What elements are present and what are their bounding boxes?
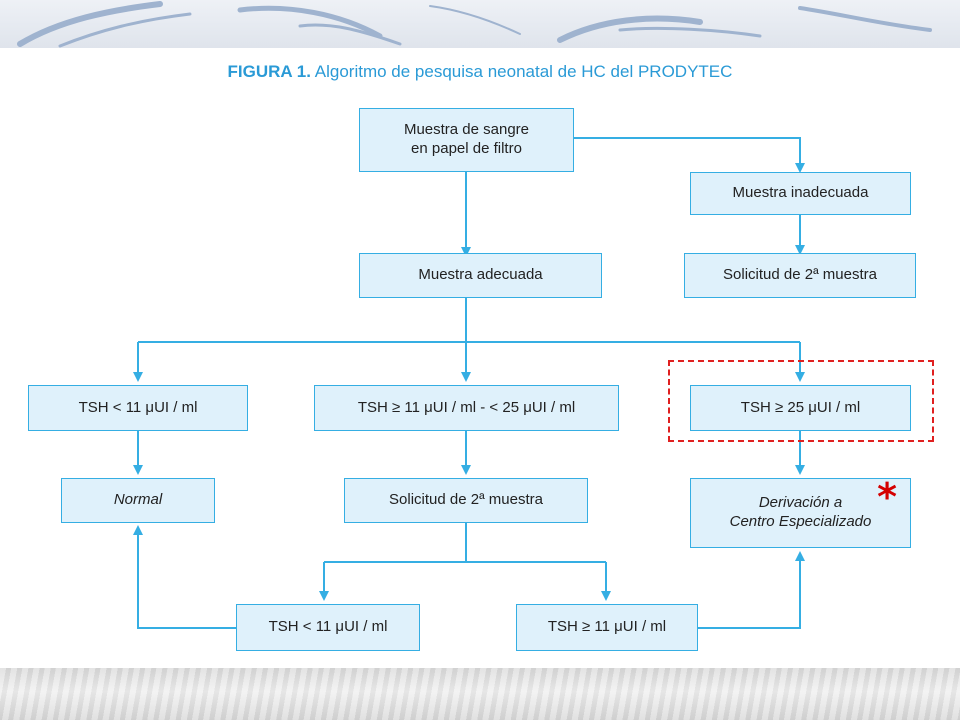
node-tsh-mid: TSH ≥ 11 μUI / ml - < 25 μUI / ml (314, 385, 619, 431)
node-tsh-low-label: TSH < 11 μUI / ml (78, 398, 198, 416)
node-second-sample-request-mid: Solicitud de 2ª muestra (344, 478, 588, 523)
figure-title-text: Algoritmo de pesquisa neonatal de HC del… (310, 62, 733, 81)
node-second-sample-request-right-label: Solicitud de 2ª muestra (723, 266, 877, 284)
node-referral-line1: Derivación a (758, 494, 843, 512)
node-blood-sample-line1: Muestra de sangre (403, 121, 530, 139)
node-tsh-high: TSH ≥ 25 μUI / ml (690, 385, 911, 431)
node-retest-low-label: TSH < 11 μUI / ml (268, 618, 388, 636)
node-inadequate-sample: Muestra inadecuada (690, 172, 911, 215)
node-normal-label: Normal (113, 491, 163, 509)
figure-title: FIGURA 1. Algoritmo de pesquisa neonatal… (0, 62, 960, 82)
decorative-header-band (0, 0, 960, 48)
node-second-sample-request-right: Solicitud de 2ª muestra (684, 253, 916, 298)
node-second-sample-request-mid-label: Solicitud de 2ª muestra (389, 491, 543, 509)
brush-stroke-decoration (17, 1, 932, 48)
asterisk-marker: * (877, 475, 897, 519)
highlight-dashed-box (668, 360, 934, 442)
node-referral-line2: Centro Especializado (729, 513, 872, 530)
node-retest-high-label: TSH ≥ 11 μUI / ml (547, 618, 667, 636)
node-adequate-sample-label: Muestra adecuada (418, 266, 543, 284)
edge-sample-to-inadequate (574, 137, 805, 173)
edge-retest-high-to-referral (698, 551, 805, 629)
decorative-footer-band (0, 668, 960, 720)
node-adequate-sample: Muestra adecuada (359, 253, 602, 298)
node-referral: Derivación a Centro Especializado (690, 478, 911, 548)
node-retest-high: TSH ≥ 11 μUI / ml (516, 604, 698, 651)
node-retest-low: TSH < 11 μUI / ml (236, 604, 420, 651)
node-tsh-high-label: TSH ≥ 25 μUI / ml (740, 398, 861, 416)
node-normal: Normal (61, 478, 215, 523)
node-tsh-low: TSH < 11 μUI / ml (28, 385, 248, 431)
node-blood-sample-line2: en papel de filtro (411, 140, 522, 157)
edge-retest-low-to-normal (133, 525, 236, 629)
node-inadequate-sample-label: Muestra inadecuada (732, 184, 869, 202)
node-blood-sample: Muestra de sangre en papel de filtro (359, 108, 574, 172)
node-tsh-mid-label: TSH ≥ 11 μUI / ml - < 25 μUI / ml (357, 398, 576, 416)
figure-title-label: FIGURA 1. (227, 62, 311, 81)
